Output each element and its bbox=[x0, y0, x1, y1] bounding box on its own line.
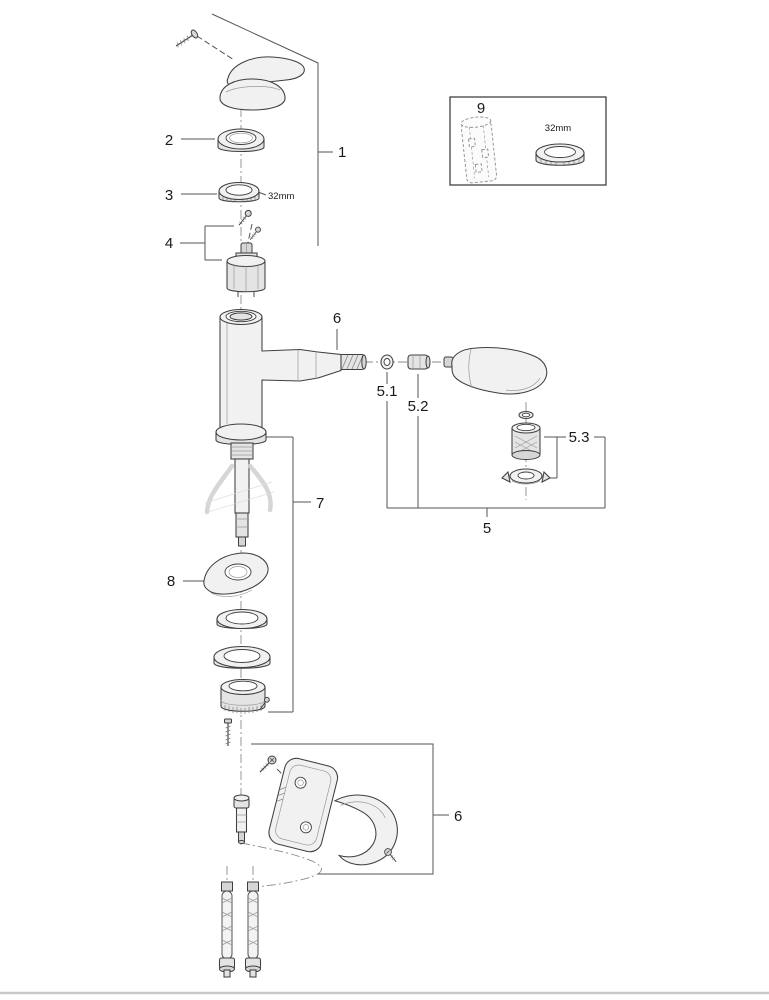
seal-ring-5-1 bbox=[380, 354, 394, 370]
service-tool-box bbox=[449, 96, 607, 186]
callout-labels: 1 2 3 32mm 4 9 32mm 6 5.1 5.2 5.3 5 7 8 … bbox=[165, 100, 590, 825]
callout-1: 1 bbox=[338, 144, 346, 161]
callout-5-2: 5.2 bbox=[408, 398, 429, 415]
cap-ring bbox=[217, 128, 265, 153]
holder-screw-bottom bbox=[384, 848, 397, 863]
callout-9: 9 bbox=[477, 100, 485, 117]
callout-3: 3 bbox=[165, 187, 173, 204]
mousseur bbox=[511, 422, 541, 460]
callout-4: 4 bbox=[165, 235, 173, 252]
callout-6-spout: 6 bbox=[333, 310, 341, 327]
washer-upper bbox=[216, 608, 268, 630]
threaded-ring bbox=[218, 181, 260, 203]
spray-o-ring bbox=[518, 410, 534, 420]
callout-8: 8 bbox=[167, 573, 175, 590]
body-shank bbox=[204, 442, 275, 547]
holder-hook bbox=[333, 794, 398, 866]
flow-regulator bbox=[501, 468, 551, 485]
callout-2: 2 bbox=[165, 132, 173, 149]
washer-lower bbox=[213, 645, 271, 669]
mounting-plate bbox=[203, 552, 269, 597]
callout-5-3: 5.3 bbox=[569, 429, 590, 446]
bracket-part6-holder bbox=[251, 743, 449, 875]
cartridge-tool bbox=[460, 116, 498, 184]
handle-screw bbox=[175, 29, 199, 48]
bracket-part1 bbox=[211, 13, 319, 246]
bracket-part4 bbox=[180, 225, 234, 261]
bracket-part7 bbox=[265, 436, 311, 713]
supply-hose-left bbox=[218, 881, 236, 978]
spray-head bbox=[443, 346, 548, 395]
holder-back-plate bbox=[268, 757, 339, 853]
lever-handle bbox=[219, 56, 305, 111]
check-valve-5-2 bbox=[407, 354, 431, 370]
callout-lines bbox=[180, 13, 606, 875]
faucet-body bbox=[215, 308, 367, 446]
hose-connector bbox=[233, 794, 250, 844]
size-label-box9: 32mm bbox=[545, 123, 571, 134]
fixing-screw bbox=[224, 718, 232, 746]
callout-5-1: 5.1 bbox=[377, 383, 398, 400]
installation-sketch bbox=[204, 463, 275, 515]
holder-screw-top bbox=[259, 755, 277, 773]
mounting-nut bbox=[220, 678, 270, 714]
callout-5: 5 bbox=[483, 520, 491, 537]
size-label-part3: 32mm bbox=[268, 191, 294, 202]
bracket-part5 bbox=[386, 372, 606, 517]
callout-6-holder: 6 bbox=[454, 808, 462, 825]
bracket-part5-3 bbox=[544, 436, 566, 479]
cartridge bbox=[226, 242, 266, 297]
supply-hose-right bbox=[244, 881, 262, 978]
tool-ring-32mm bbox=[535, 143, 585, 166]
callout-7: 7 bbox=[316, 495, 324, 512]
tool-box-frame bbox=[449, 96, 607, 186]
cartridge-screws bbox=[238, 209, 262, 240]
